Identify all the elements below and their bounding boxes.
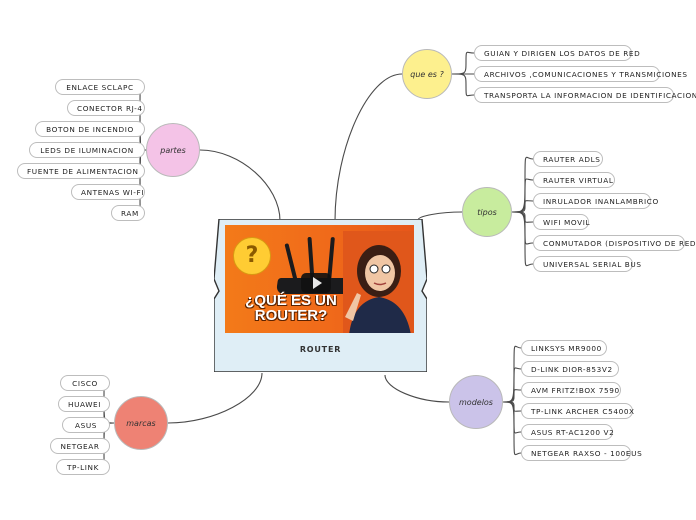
- branch-node-que-es[interactable]: que es ?: [402, 49, 452, 99]
- leaf-partes[interactable]: RAM: [111, 205, 145, 221]
- leaf-connector-modelos: [502, 367, 522, 403]
- leaf-partes[interactable]: ANTENAS WI-FI: [71, 184, 145, 200]
- connector-modelos: [384, 374, 450, 403]
- leaf-connector-que-es: [451, 51, 475, 75]
- leaf-marcas[interactable]: TP-LINK: [56, 459, 110, 475]
- leaf-connector-tipos: [511, 156, 534, 213]
- leaf-que-es[interactable]: TRANSPORTA LA INFORMACION DE IDENTIFICAC…: [474, 87, 696, 103]
- leaf-modelos[interactable]: NETGEAR RAXSO - 100EUS: [521, 445, 642, 461]
- branch-node-partes[interactable]: partes: [146, 123, 200, 177]
- play-button[interactable]: [301, 273, 331, 293]
- leaf-partes[interactable]: ENLACE SCLAPC: [55, 79, 145, 95]
- branch-node-marcas[interactable]: marcas: [114, 396, 168, 450]
- leaf-marcas[interactable]: ASUS: [62, 417, 110, 433]
- leaf-que-es[interactable]: ARCHIVOS ,COMUNICACIONES Y TRANSMICIONES: [474, 66, 687, 82]
- leaf-connector-que-es: [451, 73, 475, 97]
- router-antenna-icon: [284, 243, 298, 281]
- play-icon: [312, 277, 322, 289]
- leaf-tipos[interactable]: CONMUTADOR (DISPOSITIVO DE RED ): [533, 235, 696, 251]
- leaf-marcas[interactable]: CISCO: [60, 375, 110, 391]
- leaf-partes[interactable]: CONECTOR RJ-4: [67, 100, 145, 116]
- leaf-modelos[interactable]: D-LINK DIOR-853V2: [521, 361, 619, 377]
- leaf-marcas[interactable]: HUAWEI: [58, 396, 110, 412]
- connector-que-es: [334, 73, 403, 222]
- leaf-tipos[interactable]: UNIVERSAL SERIAL BUS: [533, 256, 641, 272]
- leaf-connector-partes: [139, 84, 147, 151]
- branch-node-modelos[interactable]: modelos: [449, 375, 503, 429]
- thumbnail-caption: ¿QUÉ ES UN ROUTER?: [231, 293, 351, 323]
- connector-marcas: [167, 372, 263, 424]
- leaf-partes[interactable]: FUENTE DE ALIMENTACION: [17, 163, 145, 179]
- leaf-connector-tipos: [511, 211, 534, 245]
- thinking-emoji-icon: ?: [233, 237, 271, 275]
- leaf-tipos[interactable]: WIFI MOVIL: [533, 214, 590, 230]
- branch-node-tipos[interactable]: tipos: [462, 187, 512, 237]
- connector-partes: [199, 149, 281, 222]
- leaf-tipos[interactable]: RAUTER ADLS: [533, 151, 603, 167]
- leaf-marcas[interactable]: NETGEAR: [50, 438, 110, 454]
- leaf-connector-tipos: [511, 178, 534, 213]
- leaf-modelos[interactable]: ASUS RT-AC1200 V2: [521, 424, 614, 440]
- leaf-que-es[interactable]: GUIAN Y DIRIGEN LOS DATOS DE RED: [474, 45, 640, 61]
- leaf-connector-tipos: [511, 211, 534, 267]
- leaf-partes[interactable]: BOTON DE INCENDIO: [35, 121, 145, 137]
- leaf-modelos[interactable]: LINKSYS MR9000: [521, 340, 607, 356]
- leaf-partes[interactable]: LEDS DE ILUMINACION: [29, 142, 145, 158]
- video-thumbnail[interactable]: ? ¿QUÉ ES UN ROUTER?: [225, 225, 414, 333]
- caption-line-2: ROUTER?: [254, 307, 328, 324]
- leaf-connector-modelos: [502, 401, 522, 434]
- leaf-tipos[interactable]: RAUTER VIRTUAL: [533, 172, 615, 188]
- caption-line-1: ¿QUÉ ES UN: [245, 292, 337, 309]
- leaf-connector-modelos: [502, 345, 522, 403]
- leaf-modelos[interactable]: AVM FRITZ!BOX 7590: [521, 382, 621, 398]
- leaf-connector-modelos: [502, 401, 522, 456]
- central-topic-label: ROUTER: [299, 345, 342, 354]
- central-topic[interactable]: ? ¿QUÉ ES UN ROUTER? ROUTER: [214, 219, 427, 372]
- leaf-tipos[interactable]: INRULADOR INANLAMBRICO: [533, 193, 658, 209]
- presenter-photo: [343, 231, 414, 333]
- leaf-modelos[interactable]: TP-LINK ARCHER C5400X: [521, 403, 634, 419]
